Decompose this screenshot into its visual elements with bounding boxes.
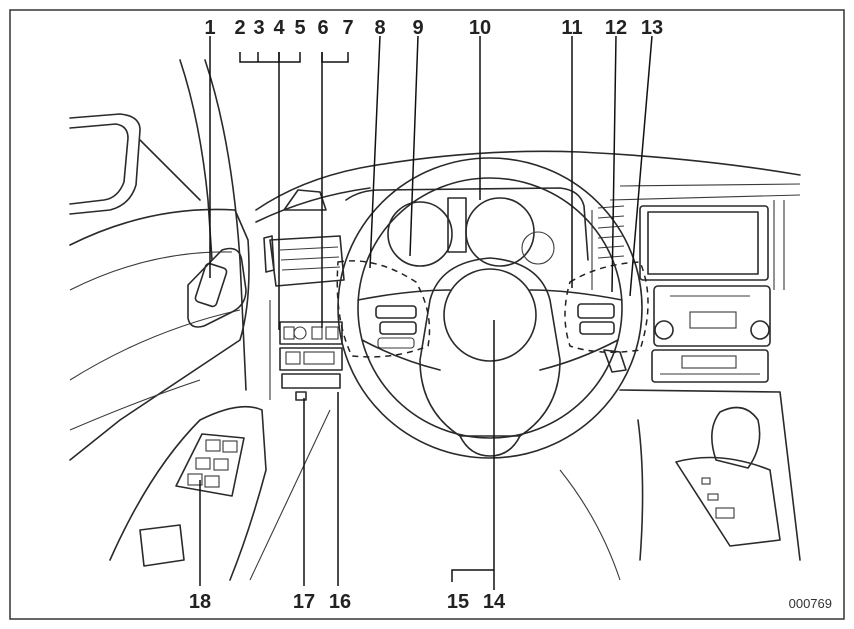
wiper-lever-end <box>603 349 627 373</box>
callout-12: 12 <box>605 17 627 39</box>
door-handle-bezel <box>187 247 247 328</box>
driver-door <box>69 59 267 581</box>
armrest <box>109 405 267 581</box>
tachometer <box>387 201 453 267</box>
right-spoke-switch-bottom <box>579 321 615 335</box>
callout-17: 17 <box>293 591 315 613</box>
steering-wheel <box>336 157 649 459</box>
wheel-hub <box>419 257 561 437</box>
callout-3: 3 <box>253 17 264 39</box>
navigation-screen-bezel <box>639 205 769 281</box>
callout-2: 2 <box>234 17 245 39</box>
right-spoke-switch-top <box>577 303 615 319</box>
leader-lines <box>199 35 653 590</box>
figure-code: 000769 <box>789 596 832 611</box>
callout-1: 1 <box>204 17 215 39</box>
power-window-switch-panel <box>175 433 245 497</box>
fuel-gauge <box>521 231 555 265</box>
climate-control-panel <box>651 349 769 383</box>
leader-12 <box>611 35 617 293</box>
callout-10: 10 <box>469 17 491 39</box>
callout-13: 13 <box>641 17 663 39</box>
a-pillar <box>179 59 213 261</box>
callout-8: 8 <box>374 17 385 39</box>
navigation-screen <box>647 211 759 275</box>
shift-console <box>675 456 781 547</box>
switch-panel-upper <box>279 321 343 345</box>
audio-left-knob <box>654 320 674 340</box>
dashboard <box>249 150 801 581</box>
audio-display <box>689 311 737 329</box>
callout-11: 11 <box>561 17 582 39</box>
center-display <box>447 197 467 253</box>
callout-5: 5 <box>294 17 305 39</box>
audio-unit <box>653 285 771 347</box>
bracket-15 <box>451 569 494 582</box>
door-panel <box>69 208 250 461</box>
shift-lever <box>711 406 761 469</box>
bracket-2-5 <box>239 52 301 63</box>
side-air-vent <box>283 189 327 211</box>
left-spoke-switch-top <box>375 305 417 319</box>
callout-15: 15 <box>447 591 469 613</box>
callout-14: 14 <box>483 591 506 613</box>
callout-labels: 1 2 3 4 5 6 7 8 9 10 11 12 13 14 15 16 1… <box>189 17 663 613</box>
callout-7: 7 <box>342 17 353 39</box>
left-switch-enclosure <box>336 260 431 358</box>
callout-6: 6 <box>317 17 328 39</box>
callout-16: 16 <box>329 591 351 613</box>
leader-13 <box>629 35 653 297</box>
hood-release-lever <box>295 391 307 401</box>
meter-hood <box>345 187 589 261</box>
callout-9: 9 <box>412 17 423 39</box>
left-spoke-switch-middle <box>379 321 417 335</box>
wheel-rim-inner <box>357 177 623 439</box>
audio-right-knob <box>750 320 770 340</box>
leader-8 <box>369 35 381 269</box>
left-spoke-switch-bottom <box>377 337 415 349</box>
airbag-horn-pad <box>443 268 537 362</box>
callout-18: 18 <box>189 591 211 613</box>
switch-panel-lower <box>279 347 343 371</box>
side-mirror <box>69 113 141 215</box>
door-handle <box>194 262 228 308</box>
dash-top <box>255 150 801 211</box>
callout-4: 4 <box>273 17 285 39</box>
leader-9 <box>409 35 419 257</box>
switch-panel-bottom <box>281 373 341 389</box>
